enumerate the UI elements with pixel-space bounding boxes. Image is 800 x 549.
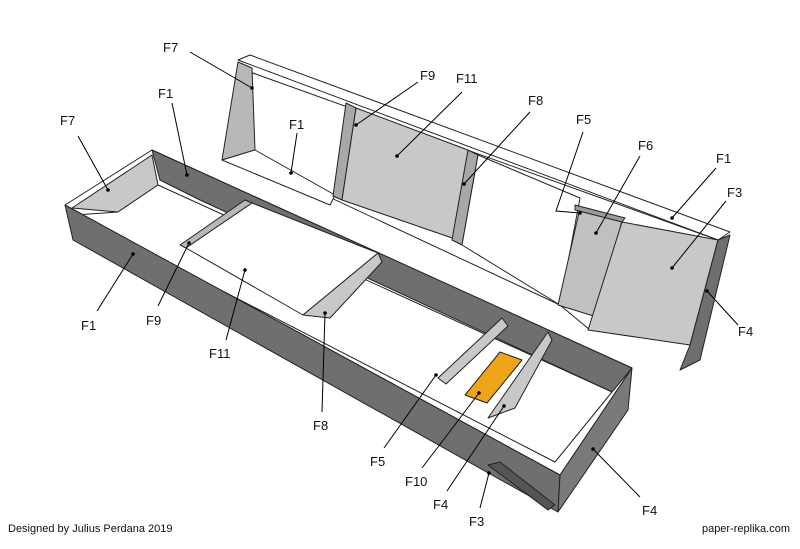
label-box-f4-right: F4 [642,503,657,518]
label-lid-f11: F11 [456,71,477,86]
label-box-f7: F7 [60,113,75,128]
box-f5-divider [437,317,509,385]
label-box-f10: F10 [405,474,427,489]
lid-f4-end-wall [679,234,731,371]
callouts: F7 F1 F7 F1 F9 F11 F8 F5 F6 F1 F3 F4 F1 … [60,40,753,529]
label-lid-f6: F6 [638,138,653,153]
label-box-f5: F5 [370,454,385,469]
box-f4-divider [487,331,553,419]
lid-f7-end-panel [221,61,256,161]
label-lid-f8: F8 [528,93,543,108]
label-lid-f5: F5 [576,112,591,127]
label-box-f3: F3 [469,514,484,529]
website-credit: paper-replika.com [701,523,790,535]
box-assembly [64,149,633,513]
label-box-f4: F4 [433,497,448,512]
label-box-f11: F11 [209,346,230,361]
label-box-f8: F8 [313,418,328,433]
designer-credit: Designed by Julius Perdana 2019 [8,523,173,535]
box-f10-part [464,351,523,404]
label-lid-f7: F7 [163,40,178,55]
box-right-end-wall [557,367,633,513]
label-box-f9: F9 [146,313,161,328]
label-lid-f9: F9 [420,68,435,83]
label-lid-f4: F4 [738,324,753,339]
box-f8-divider [302,252,383,319]
label-box-f1: F1 [81,318,96,333]
lid-f11-panel [341,107,469,241]
label-lid-f1-right: F1 [716,151,731,166]
lid-assembly [221,54,731,371]
lid-top-rim [237,54,731,241]
label-box-f1-top: F1 [158,86,173,101]
label-lid-f1-inner: F1 [289,117,304,132]
label-lid-f3: F3 [727,185,742,200]
box-f3-base-strip [487,461,556,511]
